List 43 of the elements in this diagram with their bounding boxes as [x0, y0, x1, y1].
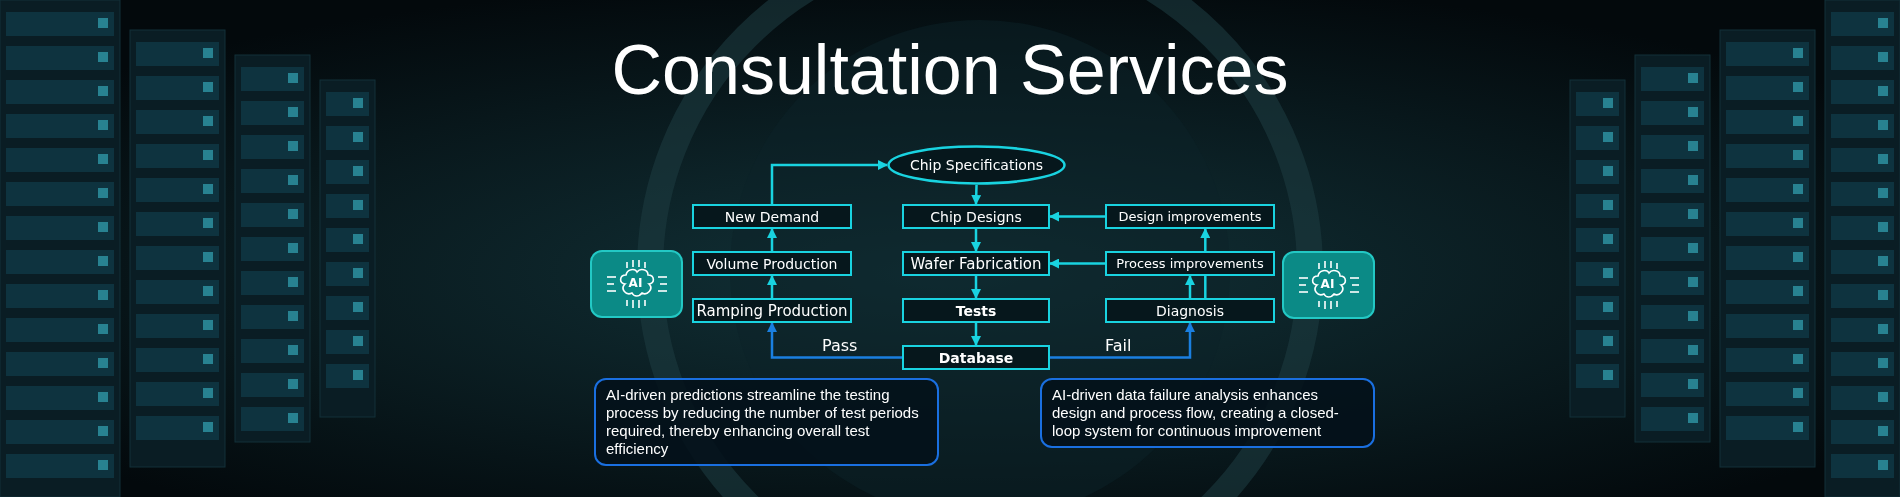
arrow: [1049, 211, 1105, 222]
node-label: Tests: [955, 302, 997, 319]
arrow: [971, 323, 981, 346]
process-box: [902, 251, 1050, 276]
node-label: Diagnosis: [1155, 302, 1225, 319]
node-label: Database: [938, 349, 1014, 366]
process-box: [692, 204, 852, 229]
description-text: AI-driven data failure analysis enhances design and process flow, creating a closed-loop system for continuous improvement: [1052, 386, 1340, 440]
process-box: [902, 204, 1050, 229]
description-box: [1040, 378, 1375, 448]
edge-label: Pass: [821, 335, 859, 355]
icon-label: AI: [1320, 277, 1335, 291]
arrow: [1185, 275, 1195, 298]
arrow: [770, 160, 888, 204]
description-box: [594, 378, 939, 466]
arrow: [1050, 322, 1195, 359]
process-box: [692, 251, 852, 276]
arrow: [767, 275, 777, 298]
arrow: [767, 322, 902, 359]
process-box: [902, 345, 1050, 370]
node-label: Ramping Production: [696, 301, 848, 320]
process-box: [1105, 298, 1275, 323]
edge-label: Fail: [1104, 335, 1133, 355]
node-label: Design improvements: [1118, 209, 1262, 224]
node-label: Wafer Fabrication: [910, 254, 1042, 273]
arrow: [971, 229, 981, 252]
arrow: [971, 184, 982, 205]
title: Consultation Services: [610, 30, 1290, 111]
node-label: Volume Production: [706, 255, 838, 272]
arrow: [971, 276, 981, 299]
process-box: [1105, 204, 1275, 229]
ai-card: [1282, 251, 1375, 319]
node-label: Chip Designs: [930, 208, 1022, 225]
arrow: [767, 228, 777, 251]
arrow: [1049, 258, 1105, 269]
process-box: [902, 298, 1050, 323]
description-text: AI-driven predictions streamline the testing process by reducing the number of test periods required, thereby enhancing overall test efficiency: [606, 386, 920, 458]
process-box: [1105, 251, 1275, 276]
node-label: New Demand: [724, 208, 820, 225]
node-label: Process improvements: [1116, 256, 1264, 271]
ai-card: [590, 250, 683, 318]
node-label: Chip Specifications: [909, 157, 1044, 173]
icon-label: AI: [628, 276, 643, 290]
